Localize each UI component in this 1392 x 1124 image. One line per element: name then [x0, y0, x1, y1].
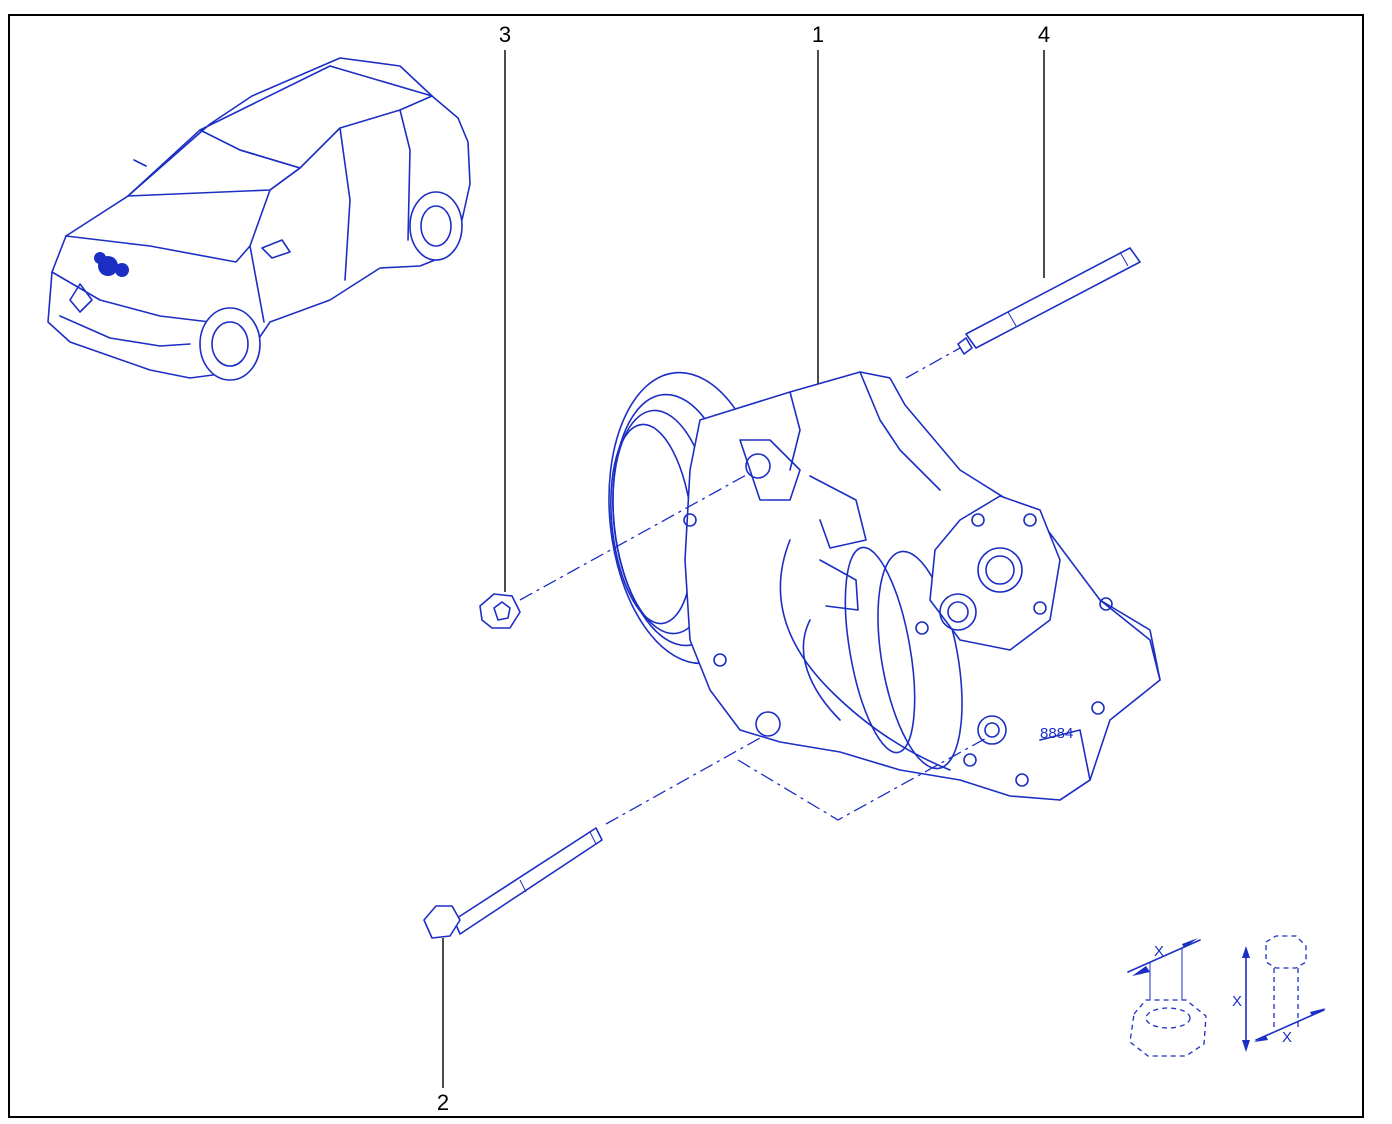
stud-part-4 [957, 247, 1141, 355]
callout-3: 3 [498, 22, 512, 47]
callout-4: 4 [1037, 22, 1051, 47]
callout-2: 2 [436, 1090, 450, 1115]
bolt-tightening-symbol: X X [1232, 935, 1326, 1052]
ac-compressor: 8884 [608, 371, 1161, 801]
svg-text:8884: 8884 [1040, 725, 1073, 742]
bolt-diameter-label: X [1282, 1029, 1292, 1046]
nut-tightening-symbol: X [1127, 938, 1207, 1057]
nut-part-3 [479, 593, 521, 629]
bolt-length-label: X [1232, 993, 1242, 1010]
nut-dim-label: X [1154, 943, 1164, 960]
axis-line-nut [519, 473, 749, 601]
axis-line-bolt [605, 737, 761, 825]
vehicle-locator-illustration [47, 57, 471, 381]
bolt-part-2 [423, 827, 603, 939]
axis-line-bolt-branch [737, 735, 991, 821]
axis-line-stud [905, 347, 961, 379]
callout-1: 1 [811, 22, 825, 47]
